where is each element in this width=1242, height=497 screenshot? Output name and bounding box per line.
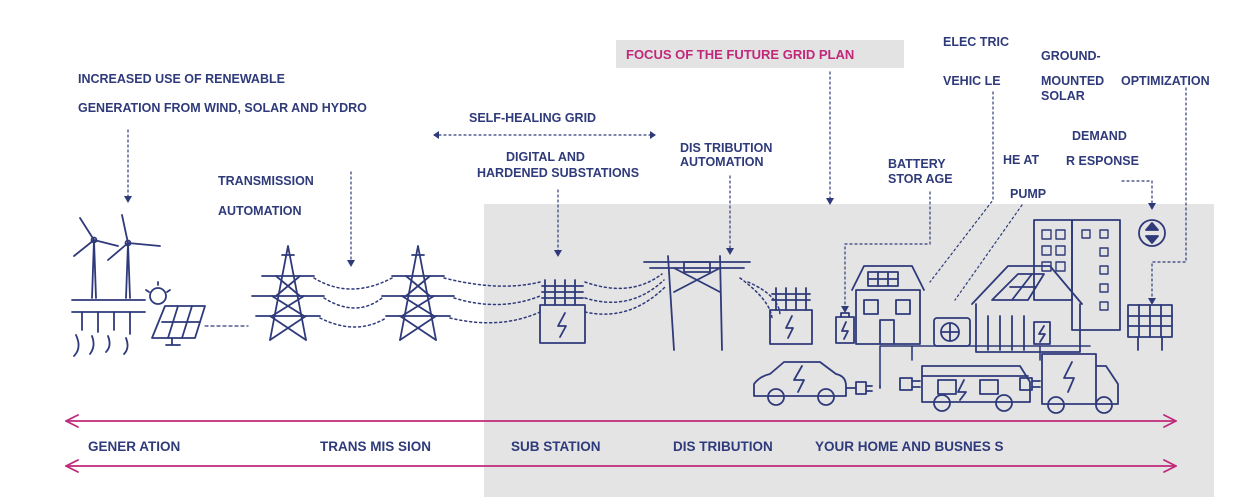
distribution-callout-line1: DIS TRIBUTION xyxy=(680,141,773,155)
ev-callout-line2: VEHIC LE xyxy=(943,74,1001,88)
stage-transmission: TRANS MIS SION xyxy=(320,439,432,454)
stage-generation: GENER ATION xyxy=(88,439,181,454)
hydro-dam-icon xyxy=(71,299,146,357)
demand-response-icon xyxy=(1138,219,1166,247)
heat-pump-callout-line2: PUMP xyxy=(1010,187,1047,201)
home-wiring xyxy=(879,345,1091,387)
battery-callout-line1: BATTERY xyxy=(888,157,946,171)
transmission-callout-line1: TRANSMISSION xyxy=(218,174,314,188)
substation-icon xyxy=(769,287,813,345)
ground-solar-callout-line2: MOUNTED xyxy=(1041,74,1105,88)
pointer-arrowheads xyxy=(124,131,1156,313)
transmission-tower-icon xyxy=(251,245,325,341)
solar-panel-icon xyxy=(1127,304,1173,351)
office-building-icon xyxy=(1033,219,1121,331)
battery-callout-line2: STOR AGE xyxy=(888,172,953,186)
transmission-tower-icon xyxy=(381,245,455,341)
wind-turbine-icon xyxy=(73,214,161,299)
electric-van-icon xyxy=(921,365,1031,412)
focus-label: FOCUS OF THE FUTURE GRID PLAN xyxy=(626,47,855,62)
stage-home-business: YOUR HOME AND BUSNES S xyxy=(815,439,1004,454)
future-grid-focus-region xyxy=(484,204,1214,497)
substation-icon xyxy=(539,279,586,344)
utility-pole-icon xyxy=(643,255,751,351)
stage-distribution: DIS TRIBUTION xyxy=(673,439,773,454)
house-icon xyxy=(851,265,925,345)
demand-callout-line2: R ESPONSE xyxy=(1066,154,1139,168)
focus-label-box: FOCUS OF THE FUTURE GRID PLAN xyxy=(616,40,904,68)
heat-pump-callout-line1: HE AT xyxy=(1003,153,1040,167)
digital-callout-line2: HARDENED SUBSTATIONS xyxy=(477,166,640,180)
charger-plug-icon xyxy=(899,377,921,391)
power-lines xyxy=(313,273,781,328)
renewable-callout-line2: GENERATION FROM WIND, SOLAR AND HYDRO xyxy=(78,101,367,115)
ev-callout-line1: ELEC TRIC xyxy=(943,35,1009,49)
electric-truck-icon xyxy=(1041,353,1119,414)
demand-callout-line1: DEMAND xyxy=(1072,129,1127,143)
renewable-callout-line1: INCREASED USE OF RENEWABLE xyxy=(78,72,285,86)
sun-icon xyxy=(145,281,171,305)
solar-panel-icon xyxy=(151,305,206,346)
callout-pointers xyxy=(127,71,1187,309)
stage-substation: SUB STATION xyxy=(511,439,601,454)
ground-solar-callout-line1: GROUND- xyxy=(1041,49,1101,63)
self-healing-callout: SELF-HEALING GRID xyxy=(469,111,597,125)
electric-car-icon xyxy=(753,361,847,406)
ground-solar-callout-line3: SOLAR xyxy=(1041,89,1085,103)
optimization-callout: OPTIMIZATION xyxy=(1121,74,1210,88)
digital-callout-line1: DIGITAL AND xyxy=(506,150,585,164)
home-solar-icon xyxy=(971,265,1083,353)
transmission-callout-line2: AUTOMATION xyxy=(218,204,302,218)
stage-arrows xyxy=(65,414,1177,473)
battery-icon xyxy=(835,312,855,344)
distribution-callout-line2: AUTOMATION xyxy=(680,155,764,169)
charger-plug-icon xyxy=(1019,377,1041,391)
heat-pump-icon xyxy=(933,317,971,347)
charger-plug-icon xyxy=(845,381,881,395)
